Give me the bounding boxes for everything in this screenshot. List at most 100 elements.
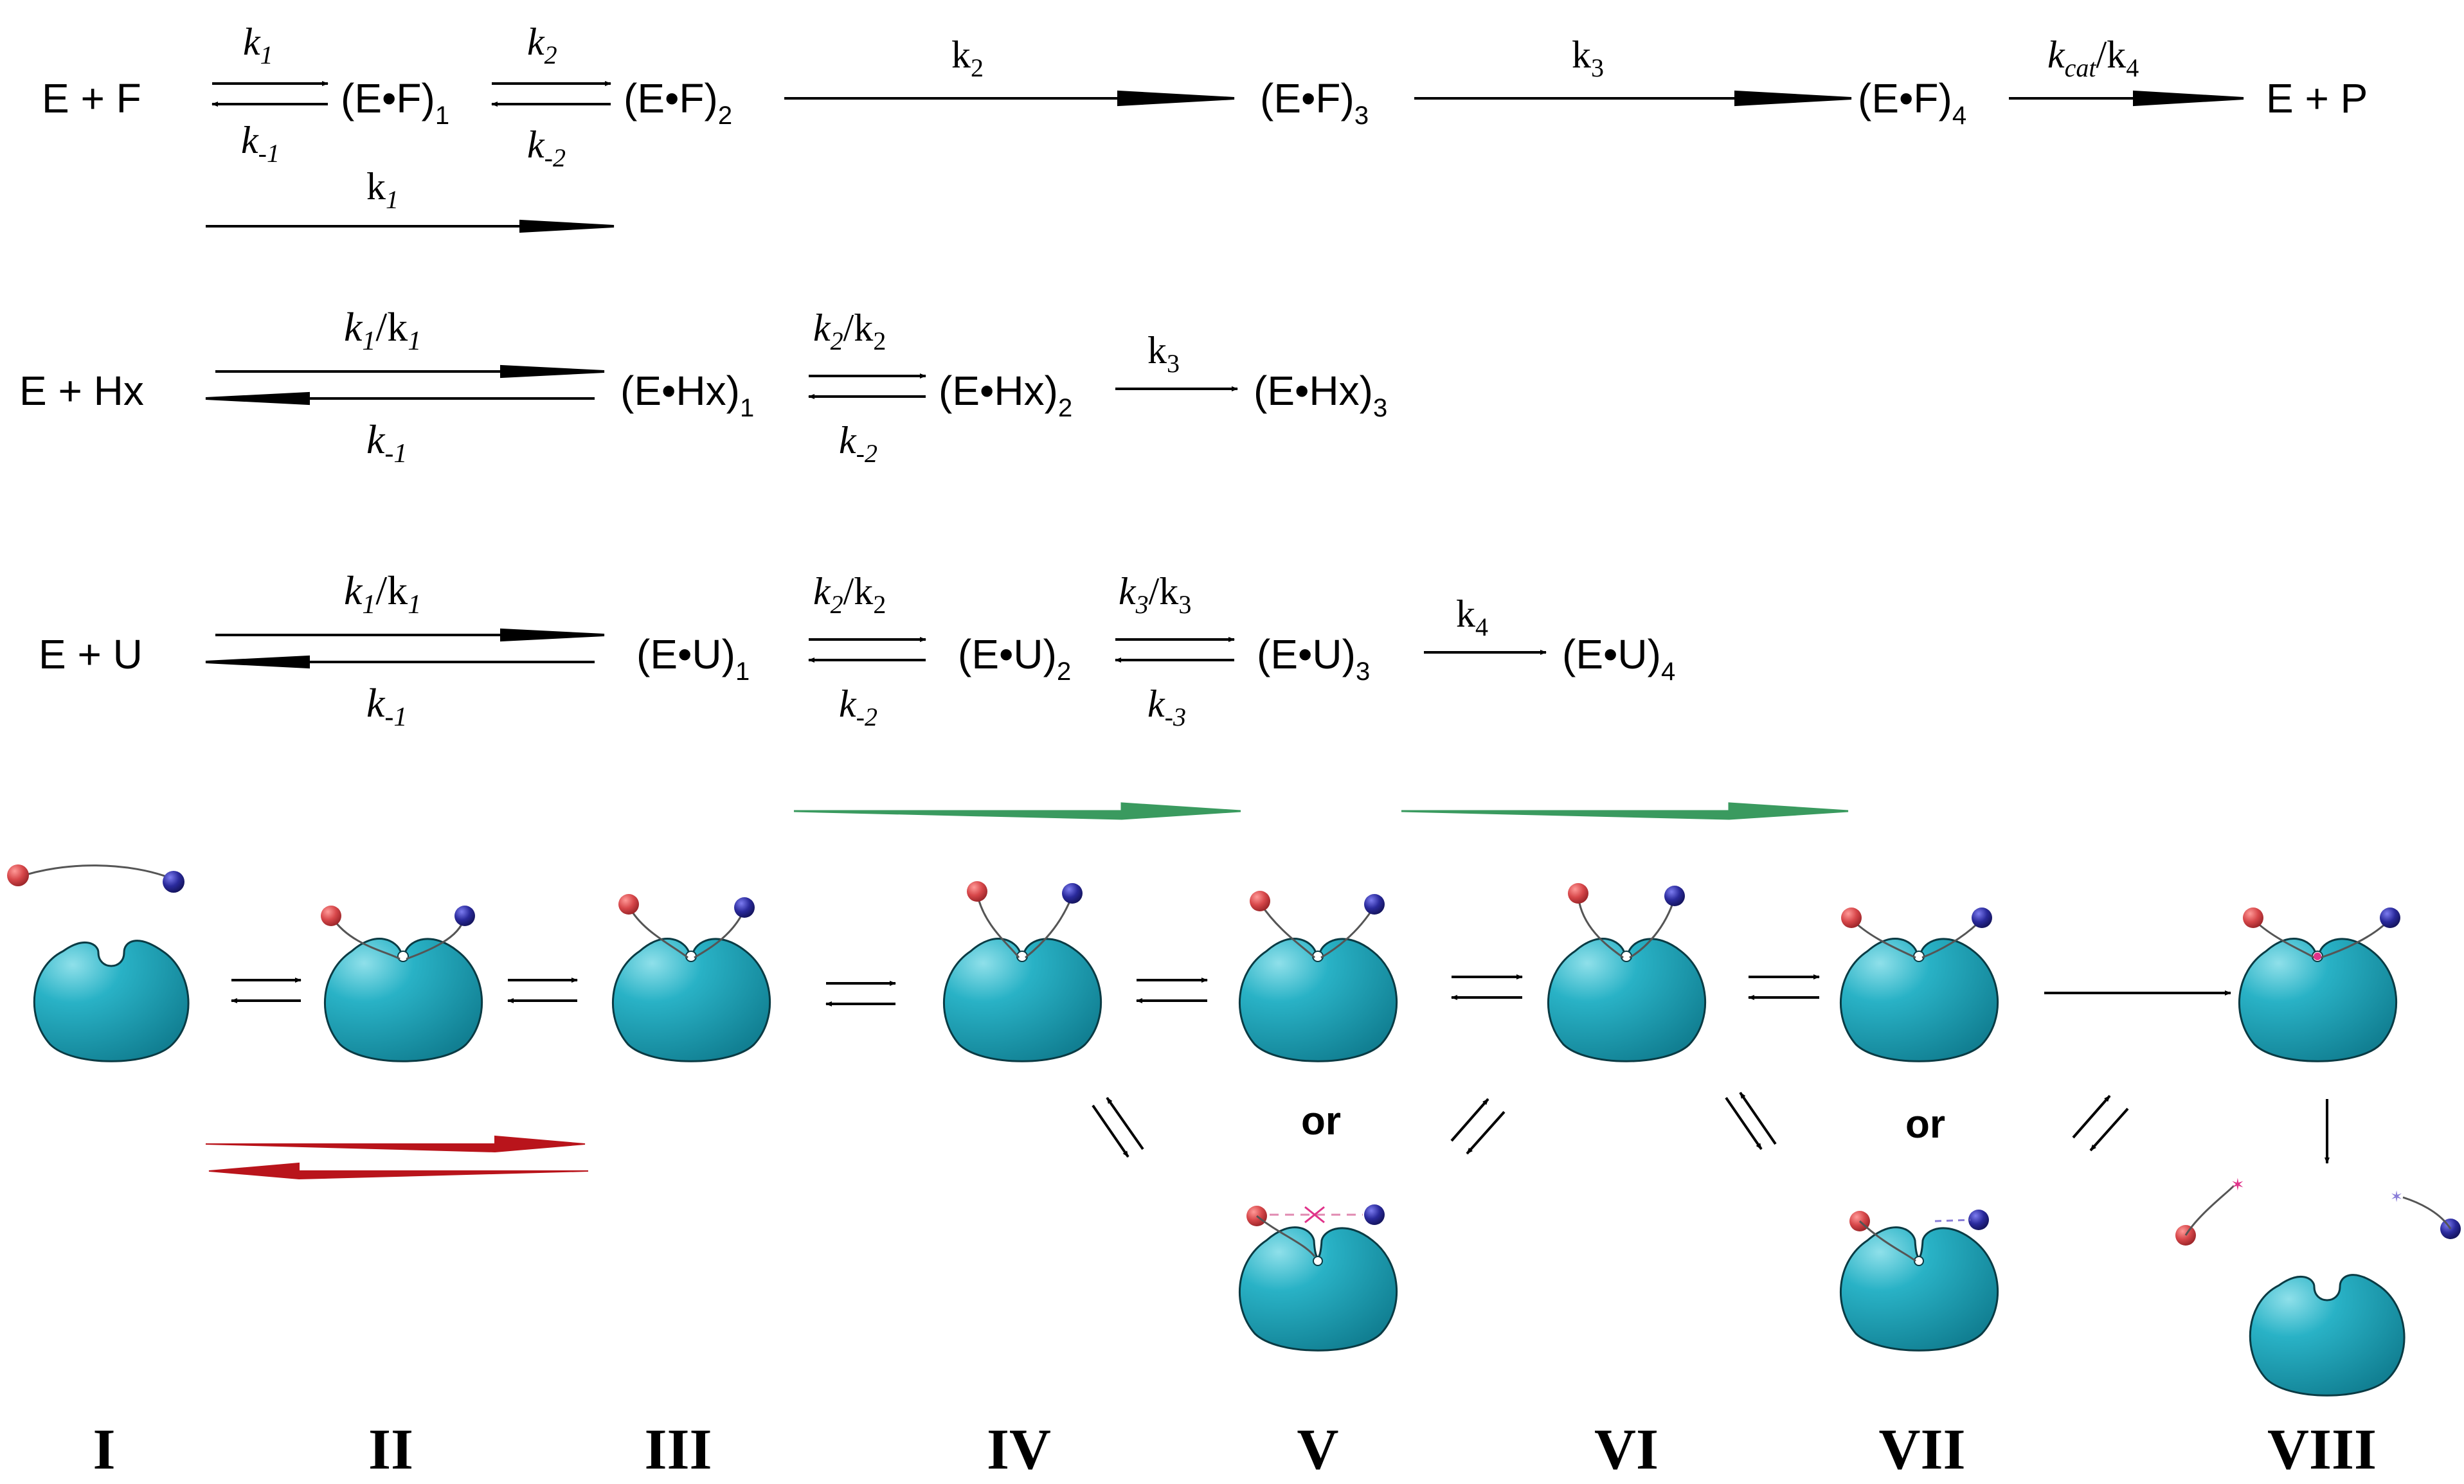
red-bead-I bbox=[7, 864, 29, 886]
scheme-U-state-2: (E•U)2 bbox=[958, 631, 1071, 686]
enzyme-VII-alt bbox=[1839, 1226, 1999, 1352]
blue-bead-II bbox=[454, 906, 475, 926]
arrow-Hx-k1-forward bbox=[215, 364, 605, 379]
enzyme-state-II bbox=[321, 906, 483, 1062]
label-k-1: k-1 bbox=[241, 119, 280, 168]
red-bead-VIII bbox=[2243, 907, 2263, 928]
enzyme-state-VIII bbox=[2238, 907, 2400, 1062]
scheme-Hx-start: E + Hx bbox=[19, 368, 144, 414]
state-label-VIII: VIII bbox=[2267, 1418, 2377, 1481]
red-arrow-forward bbox=[205, 1135, 586, 1153]
linker-I bbox=[17, 864, 174, 881]
blue-bead-III bbox=[734, 897, 755, 918]
green-arrow-2 bbox=[1401, 802, 1849, 820]
blue-bead-VII bbox=[1972, 907, 1992, 928]
red-arrows bbox=[205, 1135, 589, 1180]
state-label-III: III bbox=[644, 1418, 712, 1481]
scheme-U: E + U k1/k1 k-1 (E•U)1 k2/k2 k-2 (E•U)2 … bbox=[39, 568, 1675, 732]
label-Hx-k1-k1: k1/k1 bbox=[344, 304, 421, 356]
enzyme-open-VIII bbox=[2249, 1274, 2406, 1397]
label-k2: k2 bbox=[527, 21, 557, 69]
label-U-k1-k1: k1/k1 bbox=[344, 568, 421, 620]
label-k2-long: k2 bbox=[951, 33, 984, 82]
state-label-II: II bbox=[368, 1418, 413, 1481]
scheme-Hx-state-1: (E•Hx)1 bbox=[620, 368, 754, 422]
state-label-VII: VII bbox=[1878, 1418, 1965, 1481]
enzyme-VI bbox=[1547, 938, 1707, 1062]
arrow-k1-under bbox=[206, 219, 615, 233]
red-arrow-reverse bbox=[208, 1162, 589, 1180]
or-label-2: or bbox=[1905, 1102, 1945, 1147]
enzyme-state-V bbox=[1238, 891, 1398, 1062]
enzyme-state-IV bbox=[942, 881, 1102, 1062]
label-Hx-k3: k3 bbox=[1147, 329, 1180, 378]
enzyme-state-I bbox=[7, 864, 190, 1062]
scheme-Hx-state-2: (E•Hx)2 bbox=[939, 368, 1072, 422]
scheme-Hx: E + Hx k1/k1 k-1 (E•Hx)1 k2/k2 k-2 (E•Hx… bbox=[19, 304, 1387, 469]
label-U-k2-k2: k2/k2 bbox=[813, 570, 886, 619]
enzyme-state-III bbox=[611, 894, 771, 1062]
arrow-kcat bbox=[2009, 90, 2244, 107]
arrow-k3-long bbox=[1414, 90, 1852, 107]
scheme-F-end: E + P bbox=[2266, 75, 2368, 121]
green-arrow-1 bbox=[793, 802, 1241, 820]
state-label-IV: IV bbox=[987, 1418, 1051, 1481]
cartoon-equilibrium-arrows bbox=[231, 974, 2330, 1164]
arrow-Hx-k1-reverse bbox=[205, 391, 595, 406]
arrow-k2-long bbox=[784, 90, 1235, 107]
red-bead-IV bbox=[967, 881, 987, 902]
state-label-VI: VI bbox=[1594, 1418, 1659, 1481]
label-U-k-2: k-2 bbox=[839, 683, 877, 731]
scheme-U-start: E + U bbox=[39, 631, 143, 677]
green-arrows bbox=[793, 802, 1849, 820]
product-red-star-icon: ✶ bbox=[2231, 1175, 2245, 1194]
label-kcat-k4: kcat/k4 bbox=[2047, 33, 2139, 82]
product-blue-star-icon: ✶ bbox=[2390, 1188, 2403, 1206]
state-label-V: V bbox=[1297, 1418, 1339, 1481]
label-U-k4: k4 bbox=[1456, 593, 1488, 641]
enzyme-IV bbox=[942, 938, 1102, 1062]
label-Hx-k-2: k-2 bbox=[839, 419, 877, 468]
enzyme-state-VII-alt bbox=[1839, 1210, 1999, 1352]
scheme-F: E + F k1 k-1 (E•F)1 k2 k-2 (E•F)2 k2 (E•… bbox=[42, 21, 2368, 233]
label-k1: k1 bbox=[243, 21, 273, 69]
blue-bead-VI bbox=[1664, 886, 1685, 906]
enzyme-open-I bbox=[33, 940, 190, 1062]
red-bead-III bbox=[618, 894, 639, 915]
blue-bead-V bbox=[1364, 894, 1385, 915]
red-bead-II bbox=[321, 906, 341, 926]
red-bead-VI bbox=[1568, 883, 1588, 904]
enzyme-VII bbox=[1839, 938, 1999, 1062]
enzyme-state-VI bbox=[1547, 883, 1707, 1062]
scheme-U-state-4: (E•U)4 bbox=[1562, 631, 1675, 686]
label-Hx-k2-k2: k2/k2 bbox=[813, 307, 886, 355]
scheme-F-start: E + F bbox=[42, 75, 141, 121]
state-label-I: I bbox=[93, 1418, 115, 1481]
enzyme-state-VIII-product: ✶ ✶ bbox=[2175, 1175, 2461, 1397]
scheme-F-state-4: (E•F)4 bbox=[1858, 75, 1966, 130]
label-k3-long: k3 bbox=[1572, 33, 1604, 82]
enzyme-V-alt bbox=[1238, 1226, 1398, 1352]
enzyme-II bbox=[323, 938, 483, 1062]
or-label-1: or bbox=[1301, 1099, 1341, 1143]
scheme-F-state-3: (E•F)3 bbox=[1260, 75, 1369, 130]
blue-bead-V-alt bbox=[1364, 1204, 1385, 1225]
cleavage-mark-VIII bbox=[2314, 952, 2321, 960]
red-bead-V bbox=[1250, 891, 1270, 911]
scheme-Hx-state-3: (E•Hx)3 bbox=[1254, 368, 1387, 422]
label-k1-under: k1 bbox=[366, 165, 399, 214]
label-U-k-1: k-1 bbox=[366, 680, 407, 732]
enzyme-III bbox=[611, 938, 771, 1062]
arrow-U-k1-forward bbox=[215, 628, 605, 642]
scheme-F-state-1: (E•F)1 bbox=[341, 75, 449, 130]
blue-bead-I bbox=[163, 871, 184, 893]
blue-bead-VII-alt bbox=[1968, 1210, 1989, 1230]
red-bead-VII bbox=[1841, 907, 1862, 928]
enzyme-V bbox=[1238, 938, 1398, 1062]
blue-bead-IV bbox=[1062, 883, 1083, 904]
scheme-U-state-1: (E•U)1 bbox=[636, 631, 750, 686]
label-U-k-3: k-3 bbox=[1147, 683, 1186, 731]
blue-bead-VIII bbox=[2380, 907, 2400, 928]
scheme-F-state-2: (E•F)2 bbox=[624, 75, 732, 130]
